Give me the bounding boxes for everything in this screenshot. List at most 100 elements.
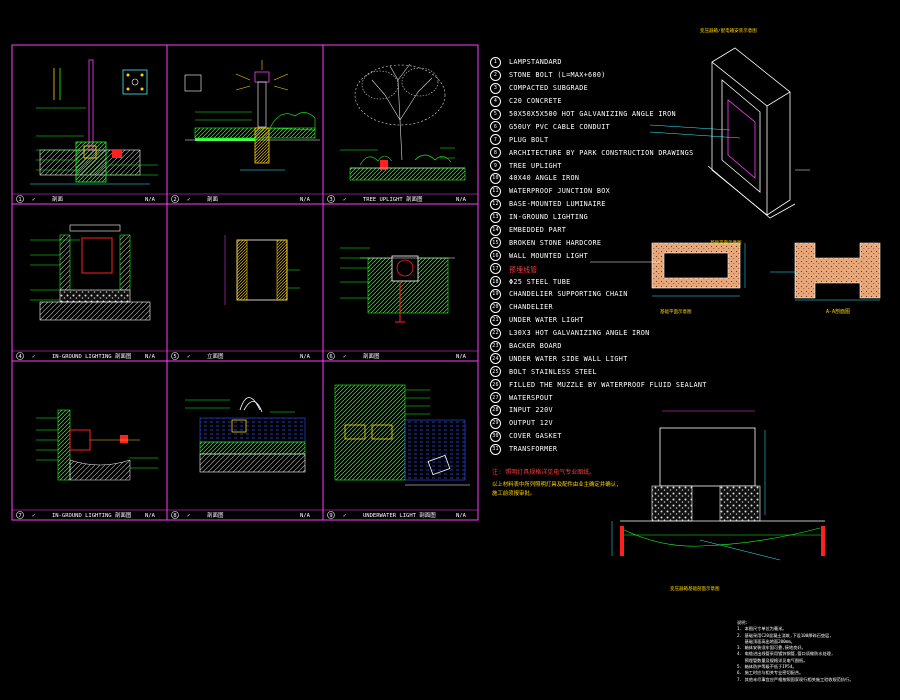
- legend-note-red: 注: 照明灯具规格详见电气专业图纸。: [492, 469, 596, 476]
- detail-fountain-light: [185, 397, 306, 473]
- legend-number-badge: 13: [490, 211, 501, 223]
- svg-text:N/A: N/A: [145, 513, 156, 519]
- legend-text: FILLED THE MUZZLE BY WATERPROOF FLUID SE…: [509, 380, 707, 389]
- legend-number-badge: 4: [490, 95, 501, 107]
- section-aa: [770, 242, 881, 301]
- svg-text:N/A: N/A: [145, 197, 156, 203]
- legend-item: 23 BACKER BOARD: [490, 340, 690, 353]
- legend-number-badge: 30: [490, 430, 501, 442]
- legend-number-badge: 12: [490, 198, 501, 210]
- svg-text:剖面: 剖面: [207, 195, 219, 203]
- legend-number-badge: 22: [490, 327, 501, 339]
- legend-number-badge: 5: [490, 108, 501, 120]
- detail-bollard: [184, 60, 320, 171]
- foundation-title: 变压器箱基础剖面示意图: [670, 585, 720, 592]
- legend-item: 21 UNDER WATER LIGHT: [490, 314, 690, 327]
- legend-item: 27 WATERSPOUT: [490, 391, 690, 404]
- base-plan: [590, 242, 746, 297]
- legend-text: C20 CONCRETE: [509, 97, 562, 106]
- svg-text:IN-GROUND LIGHTING 剖面图: IN-GROUND LIGHTING 剖面图: [52, 511, 132, 519]
- legend-text: ARCHITECTURE BY PARK CONSTRUCTION DRAWIN…: [509, 148, 694, 157]
- svg-text:✓: ✓: [32, 197, 35, 203]
- svg-text:✓: ✓: [32, 354, 35, 360]
- detail-underwater-light: [334, 384, 470, 486]
- note-line: 3. 箱体安装须牢固可靠,接地良好。: [737, 645, 806, 651]
- legend-number-badge: 17: [490, 263, 501, 275]
- legend-number-badge: 16: [490, 250, 501, 262]
- note-line: 6. 施工时应与相关专业密切配合。: [737, 670, 804, 676]
- legend-text: CHANDELIER SUPPORTING CHAIN: [509, 290, 628, 299]
- legend-item: 12 BASE-MOUNTED LUMINAIRE: [490, 198, 690, 211]
- legend-number-badge: 11: [490, 185, 501, 197]
- legend-text: TRANSFORMER: [509, 445, 558, 454]
- legend-text: 预埋线管: [509, 265, 538, 274]
- legend-text: EMBEDDED PART: [509, 226, 567, 235]
- svg-text:剖面图: 剖面图: [207, 511, 224, 519]
- detail-junction-box: [340, 247, 455, 323]
- legend-number-badge: 18: [490, 276, 501, 288]
- legend-text: WATERSPOUT: [509, 393, 553, 402]
- svg-text:✓: ✓: [187, 354, 190, 360]
- legend-number-badge: 31: [490, 443, 501, 455]
- legend-note-yellow-1: 以上材料表中所列照明灯具及配件由业主确定并确认,: [492, 482, 620, 488]
- note-line: 预埋管数量及规格详见电气图纸。: [737, 657, 808, 663]
- panel-title-1: 1 ✓ 剖面 N/A: [16, 195, 156, 203]
- svg-text:✓: ✓: [343, 513, 346, 519]
- legend-text: UNDER WATER LIGHT: [509, 316, 584, 325]
- legend-item: 31 TRANSFORMER: [490, 443, 690, 456]
- svg-text:N/A: N/A: [456, 197, 467, 203]
- legend-text: BACKER BOARD: [509, 342, 562, 351]
- cabinet-isometric: [649, 47, 810, 219]
- panel-title-9: 9 ✓ UNDERWATER LIGHT 剖面图 N/A: [327, 511, 467, 519]
- legend-number-badge: 20: [490, 301, 501, 313]
- svg-text:2: 2: [173, 197, 176, 203]
- svg-text:8: 8: [173, 513, 176, 519]
- legend-number-badge: 2: [490, 69, 501, 81]
- legend-item: 4 C20 CONCRETE: [490, 95, 690, 108]
- svg-text:UNDERWATER LIGHT 剖面图: UNDERWATER LIGHT 剖面图: [363, 511, 436, 519]
- legend-text: UNDER WATER SIDE WALL LIGHT: [509, 354, 628, 363]
- legend-item: 17 预埋线管: [490, 262, 690, 275]
- legend-number-badge: 15: [490, 237, 501, 249]
- section-aa-title: A-A剖面图: [826, 308, 850, 315]
- legend-text: WALL MOUNTED LIGHT: [509, 251, 589, 260]
- note-line: 7. 其他未尽事宜应严格按照国家现行相关施工验收规范执行。: [737, 676, 854, 682]
- svg-text:IN-GROUND LIGHTING 剖面图: IN-GROUND LIGHTING 剖面图: [52, 352, 132, 360]
- legend-text: 40X40 ANGLE IRON: [509, 174, 580, 183]
- legend-text: IN-GROUND LIGHTING: [509, 213, 589, 222]
- legend-number-badge: 9: [490, 160, 501, 172]
- legend-number-badge: 27: [490, 392, 501, 404]
- legend-number-badge: 23: [490, 340, 501, 352]
- legend-text: BASE-MOUNTED LUMINAIRE: [509, 200, 606, 209]
- detail-inground-light-2: [36, 409, 158, 481]
- svg-text:N/A: N/A: [456, 354, 467, 360]
- design-notes: 说明: 1. 本图尺寸单位为毫米。2. 基础采用C20混凝土浇筑,下设100厚碎…: [737, 620, 853, 683]
- svg-text:✓: ✓: [187, 513, 190, 519]
- legend-text: 50X50X5X500 HOT GALVANIZING ANGLE IRON: [509, 110, 676, 118]
- legend-number-badge: 1: [490, 56, 501, 68]
- svg-text:N/A: N/A: [300, 513, 311, 519]
- note-line: 5. 箱体防护等级不低于IP54。: [737, 664, 797, 670]
- legend-item: 16 WALL MOUNTED LIGHT: [490, 249, 690, 262]
- panel-title-5: 5 ✓ 立面图 N/A: [171, 352, 311, 360]
- panel-title-8: 8 ✓ 剖面图 N/A: [171, 511, 311, 519]
- svg-text:✓: ✓: [187, 197, 190, 203]
- panel-title-3: 3 ✓ TREE UPLIGHT 剖面图 N/A: [327, 195, 467, 203]
- note-line: 4. 电缆进出线管采用镀锌钢管,管口须做防水处理,: [737, 651, 834, 657]
- panel-title-2: 2 ✓ 剖面 N/A: [171, 195, 311, 203]
- legend-text: STONE BOLT (L=MAX+600): [509, 71, 606, 80]
- foundation-section: [611, 410, 825, 561]
- legend-number-badge: 21: [490, 314, 501, 326]
- note-line: 基础顶面高出地面200mm。: [737, 638, 795, 644]
